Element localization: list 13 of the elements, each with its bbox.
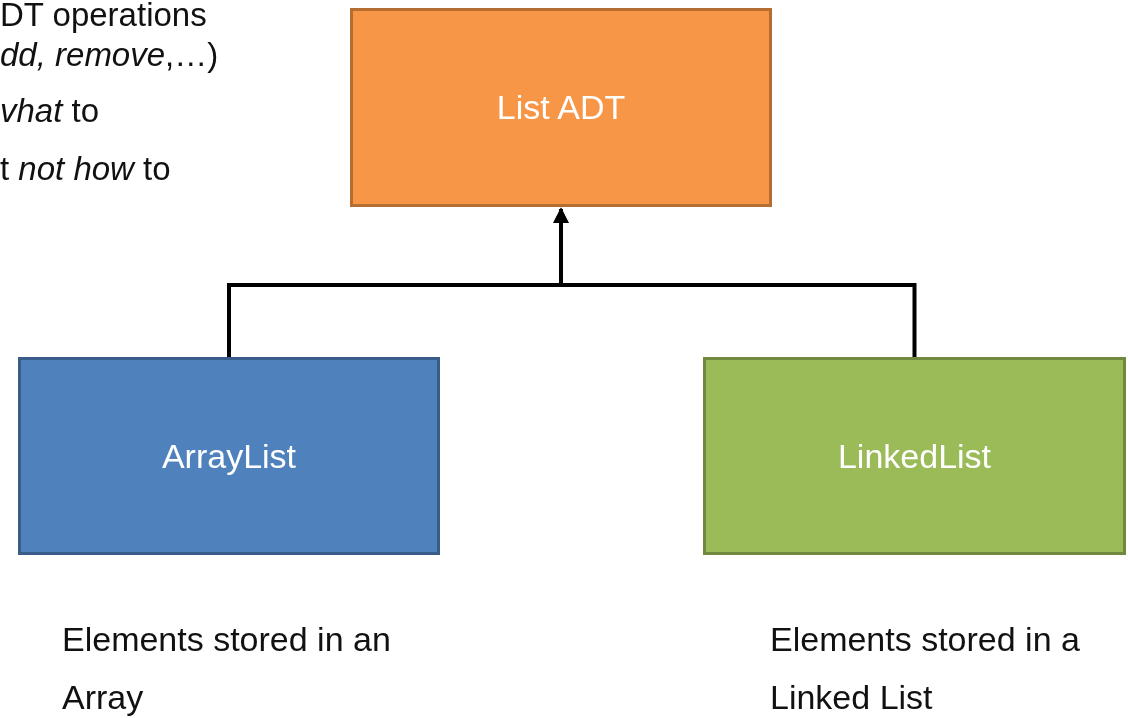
- box-title: ArrayList: [161, 436, 297, 476]
- note-text: vhat to: [0, 92, 100, 130]
- note-text: t not how to: [0, 150, 171, 188]
- box-title: LinkedList: [837, 436, 992, 476]
- class-box: [703, 357, 1126, 555]
- class-box: [350, 8, 772, 207]
- box-title: List ADT: [496, 88, 626, 127]
- note-text: dd, remove,…): [0, 36, 219, 74]
- node-caption: Elements stored in an Array: [62, 619, 392, 718]
- node-caption: Elements stored in a Linked List: [770, 619, 1081, 718]
- note-text: DT operations: [0, 0, 207, 34]
- class-box: [18, 357, 440, 555]
- connector-arrow: [553, 207, 917, 357]
